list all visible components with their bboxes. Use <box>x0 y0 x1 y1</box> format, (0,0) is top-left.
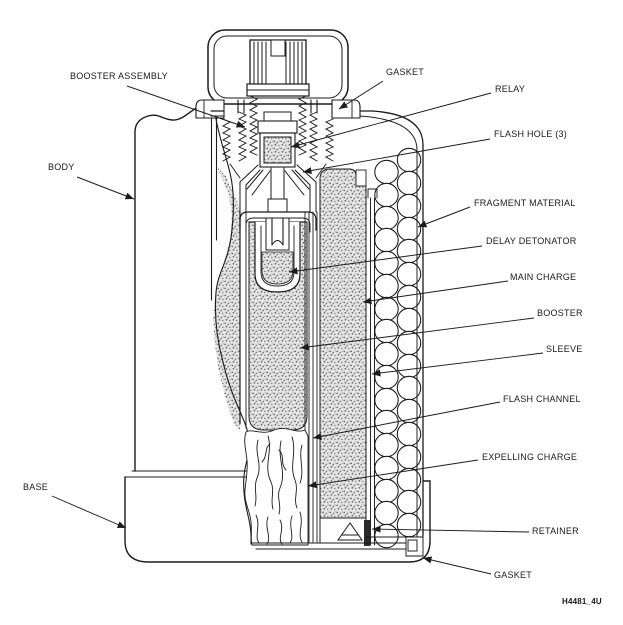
label-retainer: RETAINER <box>532 526 579 536</box>
label-booster-assembly: BOOSTER ASSEMBLY <box>70 71 168 81</box>
base-outline <box>124 476 431 563</box>
gasket-tab-right <box>331 99 361 119</box>
leader-body <box>76 176 135 200</box>
gasket-tab-left <box>195 99 225 119</box>
leader-retainer <box>371 525 530 533</box>
leader-delay-detonator <box>288 245 483 275</box>
diagram-linework <box>124 29 431 563</box>
main-charge-right-region <box>319 168 367 519</box>
thread-bands <box>221 95 335 179</box>
expelling-charge-region <box>244 428 309 546</box>
leader-relay <box>290 92 492 149</box>
label-expelling-charge: EXPELLING CHARGE <box>482 452 578 462</box>
leader-booster-assembly <box>126 85 246 128</box>
relay-region <box>263 136 292 164</box>
canister-frame <box>210 110 424 557</box>
body-outline <box>134 105 216 472</box>
retainer-chamber <box>319 517 367 544</box>
label-booster: BOOSTER <box>537 308 583 318</box>
fragment-balls <box>374 147 422 549</box>
label-flash-channel: FLASH CHANNEL <box>503 394 581 404</box>
cap-outer <box>207 29 349 105</box>
label-gasket-bottom: GASKET <box>494 570 533 580</box>
main-charge-left-region <box>213 167 240 430</box>
label-relay: RELAY <box>495 84 526 94</box>
leader-flash-hole <box>302 138 491 174</box>
label-delay-detonator: DELAY DETONATOR <box>486 236 577 246</box>
label-gasket-top: GASKET <box>386 67 425 77</box>
cap-inner <box>213 35 343 99</box>
label-sleeve: SLEEVE <box>546 344 583 354</box>
leader-flash-channel <box>312 401 501 440</box>
label-fragment-material: FRAGMENT MATERIAL <box>474 198 576 208</box>
label-main-charge: MAIN CHARGE <box>510 272 577 282</box>
leader-expelling <box>307 459 479 489</box>
leader-gasket-top <box>338 80 384 110</box>
label-base: BASE <box>23 482 49 492</box>
leader-lines <box>51 80 544 575</box>
leader-fragment <box>417 206 471 228</box>
leader-base <box>51 495 127 529</box>
cutaway-edge <box>214 112 252 545</box>
flash-hole-cone <box>239 164 317 213</box>
leader-gasket-bottom <box>422 556 492 575</box>
leader-main-charge <box>362 280 509 305</box>
retainer-bar <box>364 520 370 546</box>
figure-number: H4481_4U <box>562 597 602 606</box>
leader-sleeve <box>371 352 544 377</box>
label-body: BODY <box>48 162 75 172</box>
leader-booster <box>299 317 535 351</box>
bottom-gasket <box>405 536 424 557</box>
label-flash-hole: FLASH HOLE (3) <box>494 129 568 139</box>
delay-detonator-tube <box>248 217 307 293</box>
